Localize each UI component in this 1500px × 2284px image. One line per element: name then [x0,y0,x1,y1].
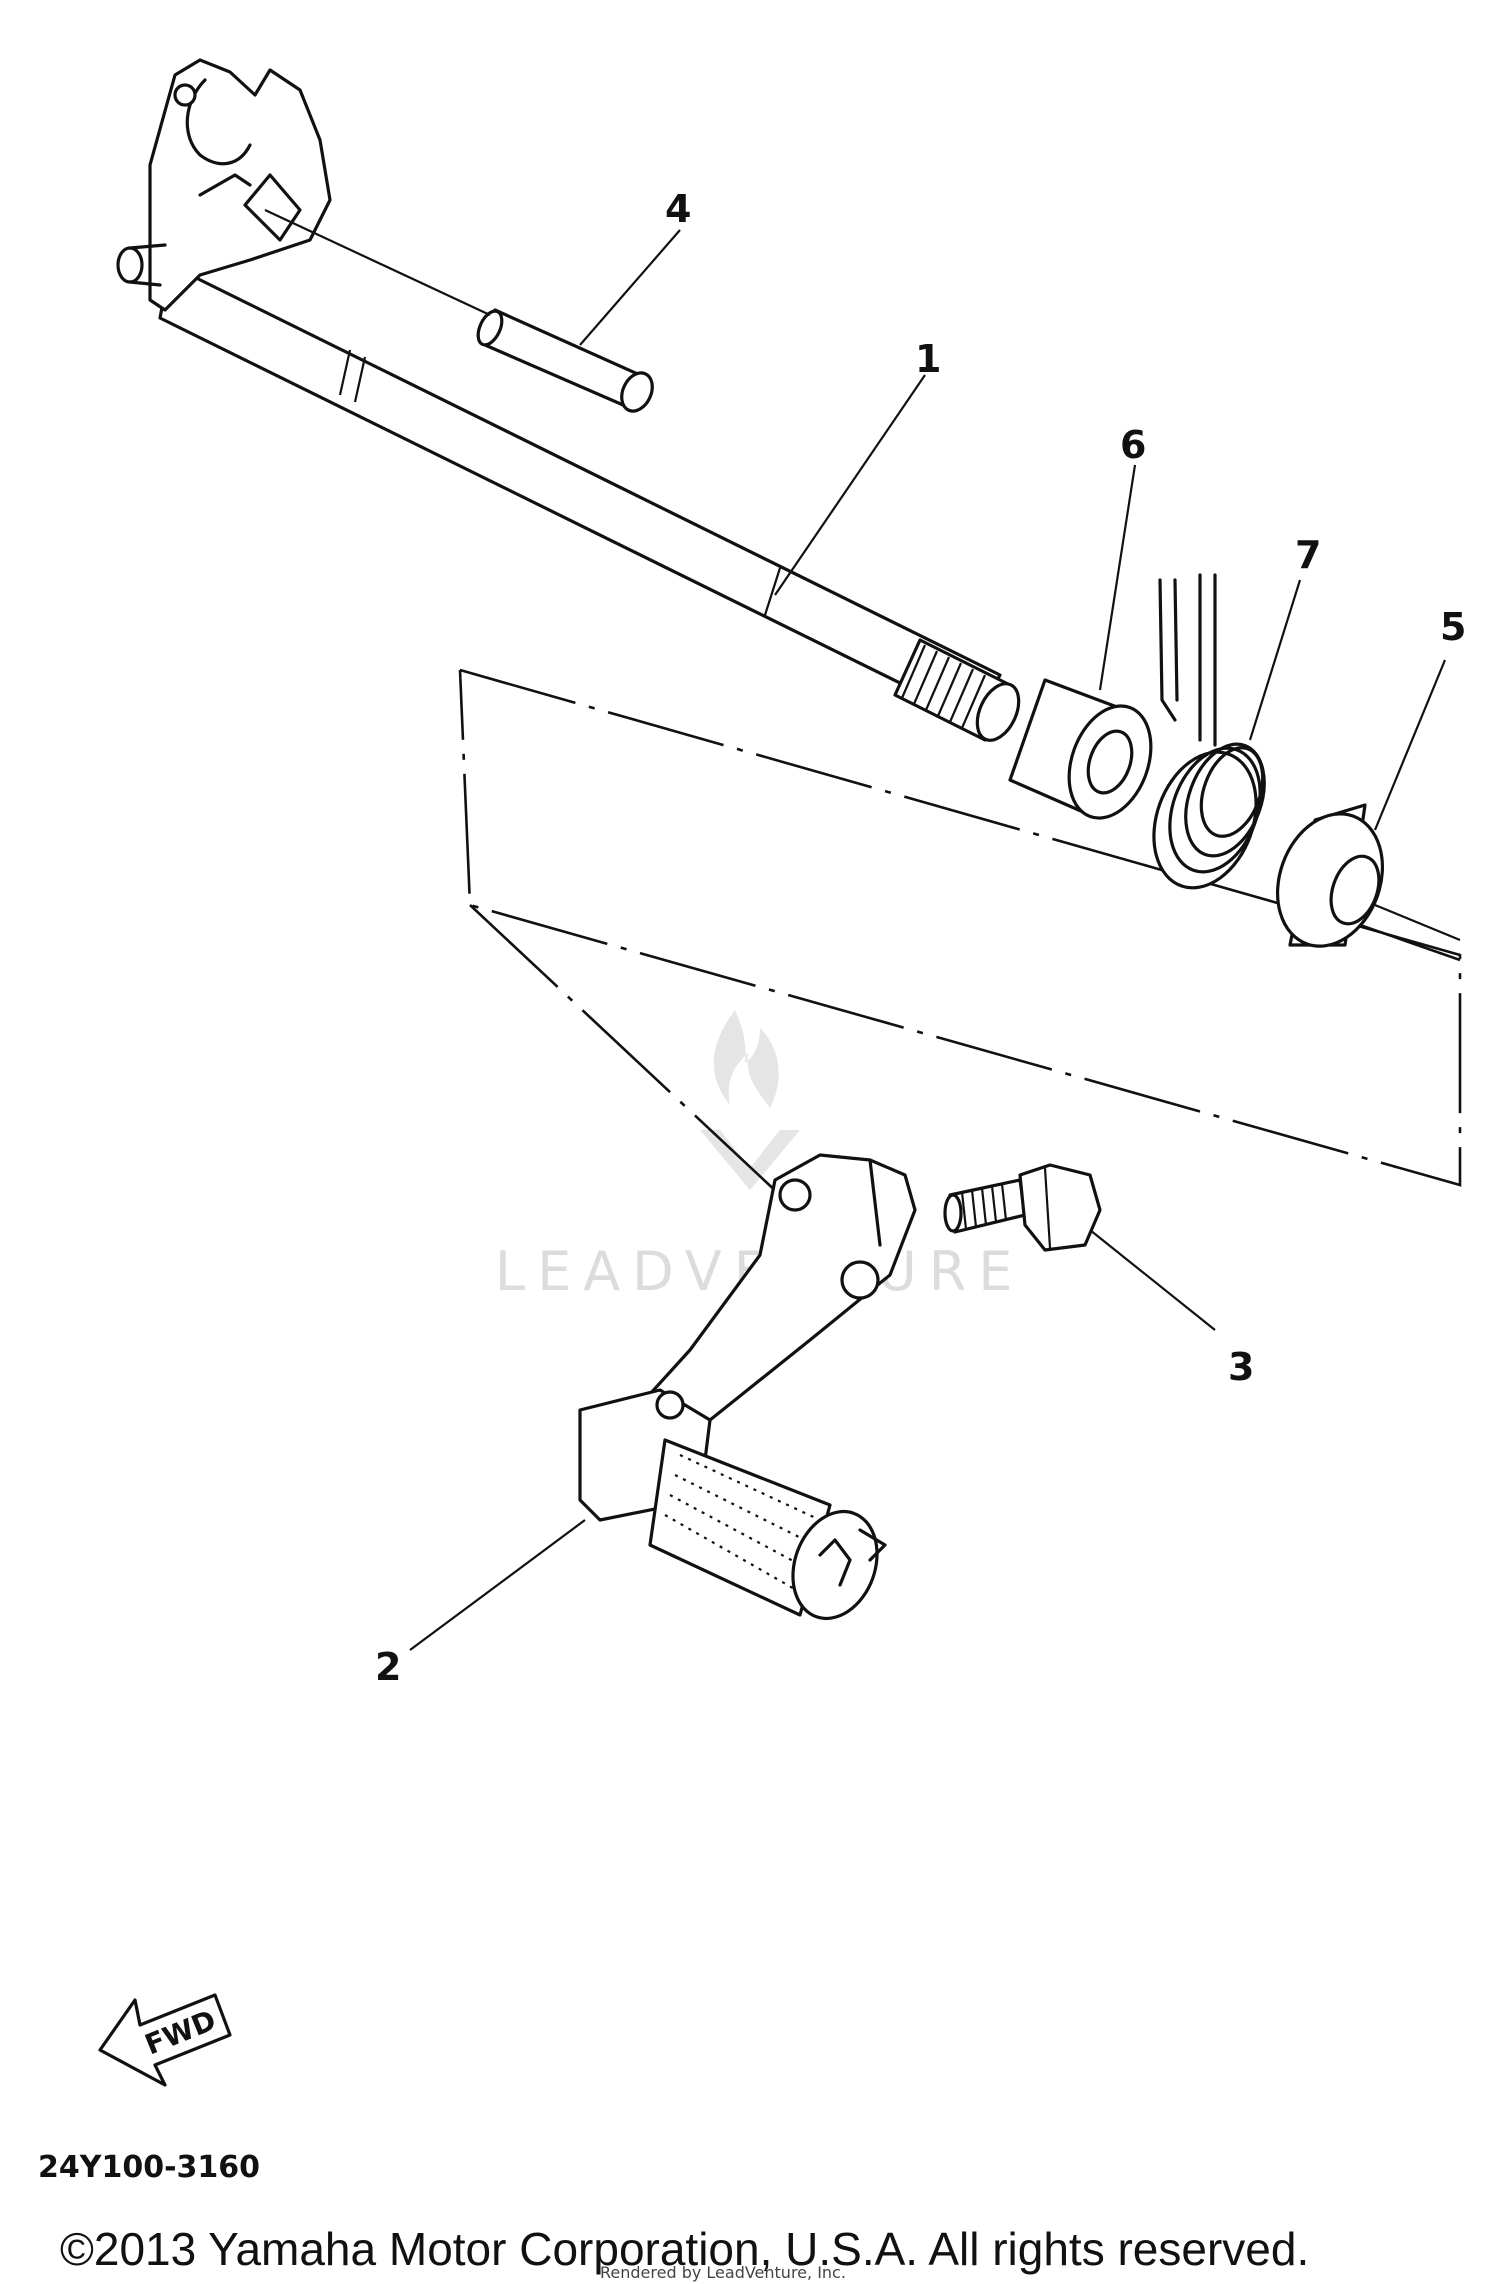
callout-1: 1 [915,337,941,381]
oil-seal-part [1275,803,1461,948]
fwd-arrow-icon: FWD [98,1993,232,2087]
leader-lines [409,229,1447,1651]
copyright-notice: ©2013 Yamaha Motor Corporation, U.S.A. A… [60,2223,1309,2275]
callout-5: 5 [1440,605,1466,649]
collar-part [1008,678,1153,820]
torsion-spring-part [1152,573,1266,890]
callout-labels: 1 2 3 4 5 6 7 [375,187,1466,1689]
callout-2: 2 [375,1645,401,1689]
assembly-outline [458,668,1462,1196]
footer-small-text: Rendered by LeadVenture, Inc. [600,2263,846,2282]
pin-part [264,209,654,413]
callout-7: 7 [1295,533,1321,577]
shift-shaft-part [116,58,1021,742]
callout-4: 4 [665,187,691,231]
bolt-part [943,1163,1102,1252]
callout-3: 3 [1228,1345,1254,1389]
callout-6: 6 [1120,423,1146,467]
part-code: 24Y100-3160 [38,2150,260,2185]
shift-pedal-part [578,1153,917,1621]
